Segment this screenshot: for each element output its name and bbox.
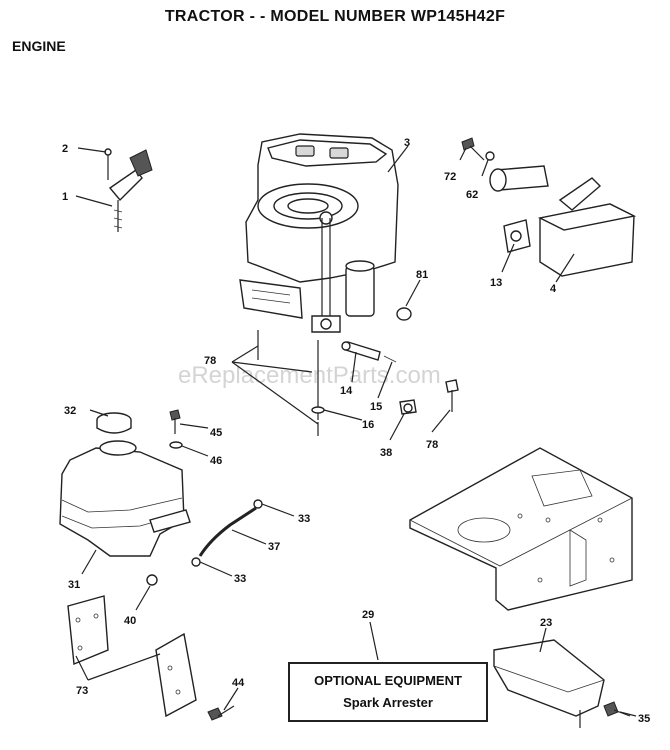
callout-32: 32 [64,405,76,417]
callout-72: 72 [444,171,456,183]
fuel-line-part [191,499,263,567]
fuel-tank-part [59,409,191,557]
throttle-control-part [104,148,153,232]
callout-40: 40 [124,615,136,627]
callout-14: 14 [340,385,353,397]
callout-2: 2 [62,143,68,155]
callout-23: 23 [540,617,552,629]
muffler-part [461,137,637,277]
callout-33-lower: 33 [234,573,246,585]
callout-73: 73 [76,685,88,697]
tank-bracket-part [67,574,235,721]
callout-16: 16 [362,419,374,431]
callout-31: 31 [68,579,80,591]
callout-78-left: 78 [204,355,216,367]
optional-equipment-heading: OPTIONAL EQUIPMENT [314,673,462,688]
page-title: TRACTOR - - MODEL NUMBER WP145H42F [164,8,506,25]
callout-13: 13 [490,277,502,289]
callout-38: 38 [380,447,392,459]
callout-37: 37 [268,541,280,553]
callout-45: 45 [210,427,222,439]
callout-35: 35 [638,713,650,725]
watermark: eReplacementParts.com [178,362,441,389]
spark-arrester-label: Spark Arrester [343,695,433,710]
engine-part [239,133,399,333]
section-label: ENGINE [12,38,66,54]
chassis-frame-part [409,447,633,611]
callout-62: 62 [466,189,478,201]
optional-equipment-box: OPTIONAL EQUIPMENT Spark Arrester [288,662,488,722]
callout-29: 29 [362,609,374,621]
callout-1: 1 [62,191,68,203]
callout-3: 3 [404,137,410,149]
callout-78-right: 78 [426,439,438,451]
callout-81: 81 [416,269,428,281]
leader-lines [75,145,637,717]
callout-15: 15 [370,401,382,413]
callout-46: 46 [210,455,222,467]
callout-labels: 2 1 3 72 62 13 4 81 78 14 15 16 38 78 32… [62,137,650,725]
callout-44: 44 [232,677,245,689]
spark-arrester-shield-part [493,639,631,728]
callout-4: 4 [550,283,557,295]
callout-33-upper: 33 [298,513,310,525]
engine-hardware [257,307,459,436]
